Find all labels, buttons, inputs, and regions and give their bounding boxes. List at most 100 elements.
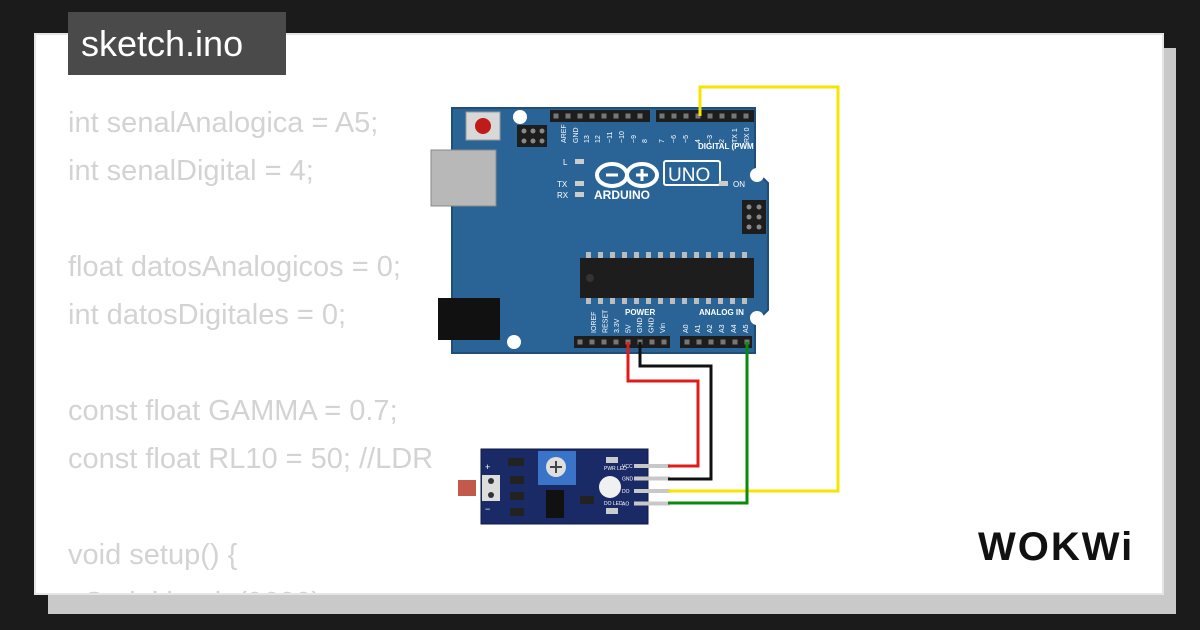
plus-label: + [485, 462, 490, 472]
pin-label: ~9 [631, 135, 638, 143]
mounting-hole [513, 110, 527, 124]
chip-pin [730, 252, 735, 258]
mounting-hole [750, 311, 764, 325]
code-line: const float GAMMA = 0.7; [68, 395, 398, 427]
mounting-hole [750, 168, 764, 182]
header-pin[interactable] [649, 339, 655, 345]
pin-label: ~11 [607, 132, 614, 143]
photoresistor[interactable] [458, 480, 476, 496]
chip-pin [742, 252, 747, 258]
header-pin[interactable] [659, 113, 665, 119]
header-pin[interactable] [719, 113, 725, 119]
sensor-pin-ao[interactable] [634, 501, 670, 506]
code-line: int senalAnalogica = A5; [68, 107, 379, 139]
header-pin[interactable] [589, 113, 595, 119]
pin-label: A2 [707, 324, 714, 333]
pin-label: A0 [683, 324, 690, 333]
header-pin[interactable] [683, 113, 689, 119]
sensor-pin-label: DO [622, 489, 630, 495]
code-line: int senalDigital = 4; [68, 155, 314, 187]
smd-component [510, 476, 524, 484]
header-pin[interactable] [589, 339, 595, 345]
wire-vcc[interactable] [626, 342, 700, 468]
on-led-label: ON [733, 180, 745, 189]
pin-label: A4 [731, 324, 738, 333]
sensor-pin-label: AO [622, 502, 629, 508]
header-pin[interactable] [743, 113, 749, 119]
header-pin[interactable] [720, 339, 726, 345]
chip-pin [658, 252, 663, 258]
chip-pin [634, 298, 639, 304]
wire-ao[interactable] [668, 342, 749, 505]
chip-pin [598, 298, 603, 304]
code-line: void setup() { [68, 539, 238, 571]
code-line: const float RL10 = 50; //LDR [68, 443, 434, 475]
header-pin[interactable] [577, 113, 583, 119]
chip-pin [706, 252, 711, 258]
header-pin[interactable] [601, 339, 607, 345]
header-pin[interactable] [684, 339, 690, 345]
wires[interactable] [626, 85, 840, 505]
reset-button-cap[interactable] [475, 118, 491, 134]
digital-header-left [550, 110, 650, 122]
header-pin[interactable] [565, 113, 571, 119]
header-pin[interactable] [613, 113, 619, 119]
pwr-led [606, 457, 618, 463]
chip-pin [742, 298, 747, 304]
comparator-chip [546, 490, 564, 518]
on-led [719, 181, 728, 186]
chip-pin [670, 298, 675, 304]
header-pin[interactable] [637, 113, 643, 119]
pin-label: 8 [642, 139, 649, 143]
pin-label: IOREF [591, 312, 598, 333]
wire-do[interactable] [668, 85, 840, 493]
header-pin[interactable] [613, 339, 619, 345]
l-led [575, 159, 584, 164]
pin-label: GND [649, 317, 656, 333]
digital-header-label: DIGITAL (PWM ~) [698, 142, 764, 151]
pin-label: ~6 [671, 135, 678, 143]
chip-pin [718, 298, 723, 304]
header-pin[interactable] [696, 339, 702, 345]
code-line: int datosDigitales = 0; [68, 299, 347, 331]
arduino-logo-text: ARDUINO [594, 188, 650, 202]
pin-label: 2 [719, 139, 726, 143]
header-pin[interactable] [577, 339, 583, 345]
header-pin[interactable] [707, 113, 713, 119]
chip-pin [586, 298, 591, 304]
pin-label: 3.3V [614, 318, 621, 333]
pin-label: RX 0 [744, 127, 751, 143]
icsp-header-2 [742, 200, 766, 234]
header-pin[interactable] [671, 113, 677, 119]
sensor-pin-vcc[interactable] [634, 464, 670, 468]
chip-pin [694, 252, 699, 258]
header-pin[interactable] [553, 113, 559, 119]
header-pin[interactable] [661, 339, 667, 345]
pin-label: ~3 [707, 135, 714, 143]
header-pin[interactable] [695, 113, 701, 119]
digital-header-right [656, 110, 754, 122]
header-pin[interactable] [731, 113, 737, 119]
header-pin[interactable] [625, 113, 631, 119]
power-header-label: POWER [625, 308, 655, 317]
chip-notch [586, 274, 594, 282]
sensor-pin-do[interactable] [634, 489, 670, 493]
sensor-pin-label: GND [622, 477, 634, 483]
chip-pin [622, 298, 627, 304]
wire-gnd[interactable] [638, 342, 713, 481]
sensor-pin-gnd[interactable] [634, 476, 670, 481]
do-led-label: DO LED [604, 501, 623, 507]
header-pin[interactable] [732, 339, 738, 345]
chip-pin [598, 252, 603, 258]
pin-label: AREF [561, 124, 568, 143]
smd-component [510, 492, 524, 500]
header-pin[interactable] [708, 339, 714, 345]
header-pin[interactable] [601, 113, 607, 119]
file-tab[interactable]: sketch.ino [68, 12, 286, 75]
chip-pin [634, 252, 639, 258]
